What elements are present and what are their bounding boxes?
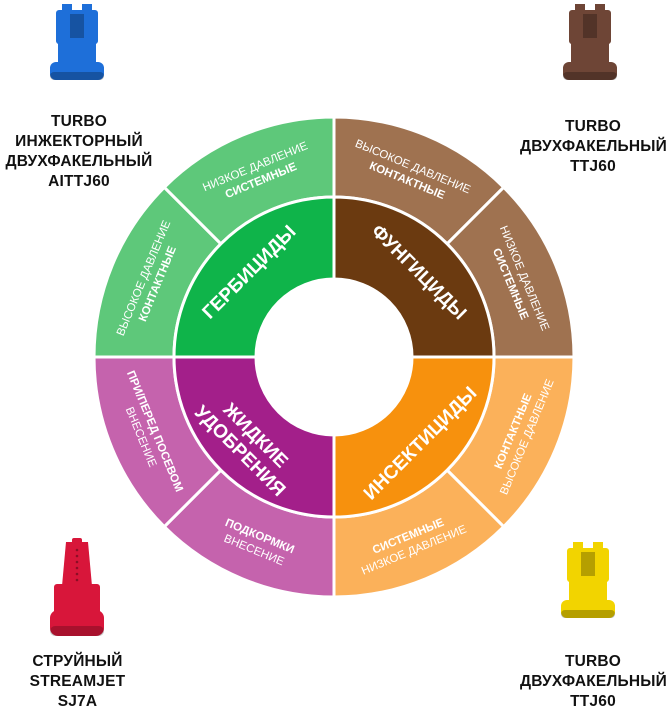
caption-line: ДВУХФАКЕЛЬНЫЙ	[520, 138, 667, 155]
caption-line: STREAMJET	[29, 673, 126, 690]
wheel-center	[256, 279, 412, 435]
nozzle-caption-top-left: TURBO ИНЖЕКТОРНЫЙ ДВУХФАКЕЛЬНЫЙ AITTJ60	[0, 112, 158, 192]
caption-line: СТРУЙНЫЙ	[32, 653, 123, 670]
wheel-segments	[92, 115, 576, 599]
red-nozzle-image	[50, 538, 104, 636]
caption-line: SJ7A	[57, 693, 98, 710]
brown-nozzle-image	[563, 4, 617, 80]
caption-line: TURBO	[564, 118, 622, 135]
nozzle-caption-bottom-right: TURBO ДВУХФАКЕЛЬНЫЙ TTJ60	[520, 652, 667, 712]
blue-nozzle-image	[50, 4, 104, 80]
caption-line: TTJ60	[570, 693, 616, 710]
caption-line: ДВУХФАКЕЛЬНЫЙ	[5, 153, 153, 170]
caption-line: ИНЖЕКТОРНЫЙ	[15, 133, 143, 150]
nozzle-caption-top-right: TURBO ДВУХФАКЕЛЬНЫЙ TTJ60	[520, 117, 667, 177]
caption-line: AITTJ60	[48, 173, 110, 190]
nozzle-caption-bottom-left: СТРУЙНЫЙ STREAMJET SJ7A	[10, 652, 145, 712]
caption-line: TURBO	[564, 653, 622, 670]
caption-line: ДВУХФАКЕЛЬНЫЙ	[520, 673, 667, 690]
caption-line: TTJ60	[570, 158, 616, 175]
yellow-nozzle-image	[561, 542, 615, 618]
caption-line: TURBO	[50, 113, 108, 130]
